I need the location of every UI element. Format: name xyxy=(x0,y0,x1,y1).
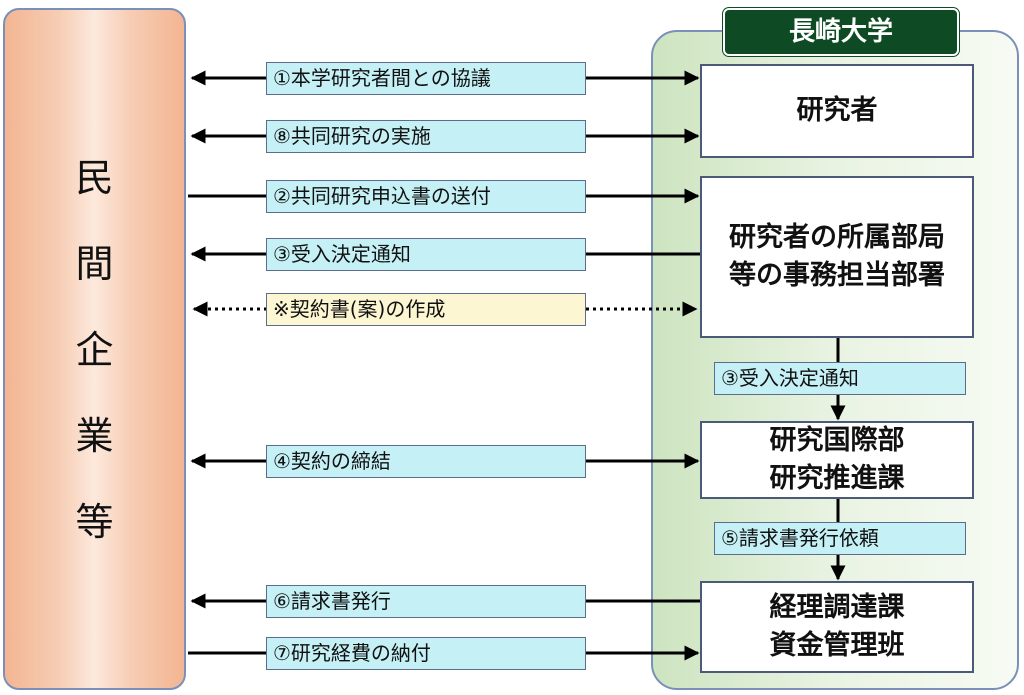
dept-office-line1: 研究者の所属部局 xyxy=(729,222,945,253)
research-promotion-line1: 研究国際部 xyxy=(769,425,905,456)
flow-label-f1: ①本学研究者間との協議 xyxy=(266,62,586,95)
flow-label-f6: ⑥請求書発行 xyxy=(266,585,586,618)
flow-label-f2: ②共同研究申込書の送付 xyxy=(266,180,586,213)
company-panel: 民 間 企 業 等 xyxy=(3,8,186,690)
company-char: 民 xyxy=(75,156,114,200)
dept-office-box: 研究者の所属部局 等の事務担当部署 xyxy=(700,176,974,338)
internal-label-f5: ⑤請求書発行依頼 xyxy=(714,522,966,555)
university-title: 長崎大学 xyxy=(723,8,959,56)
flow-label-f8: ⑧共同研究の実施 xyxy=(266,120,586,153)
accounting-line2: 資金管理班 xyxy=(769,630,905,661)
company-char: 企 xyxy=(75,328,114,372)
researcher-text: 研究者 xyxy=(796,95,878,126)
accounting-box: 経理調達課 資金管理班 xyxy=(700,581,974,673)
dept-office-line2: 等の事務担当部署 xyxy=(729,260,945,291)
research-promotion-line2: 研究推進課 xyxy=(769,463,905,494)
company-char: 業 xyxy=(75,414,114,458)
flow-label-f4: ④契約の締結 xyxy=(266,445,586,478)
flow-label-f7: ⑦研究経費の納付 xyxy=(266,637,586,670)
internal-label-f3: ③受入決定通知 xyxy=(714,362,966,395)
research-promotion-box: 研究国際部 研究推進課 xyxy=(700,421,974,499)
company-char: 間 xyxy=(75,242,114,286)
company-label: 民 間 企 業 等 xyxy=(5,135,184,565)
researcher-box: 研究者 xyxy=(700,64,974,158)
company-char: 等 xyxy=(75,500,114,544)
flow-label-note: ※契約書(案)の作成 xyxy=(266,293,586,326)
accounting-line1: 経理調達課 xyxy=(769,592,905,623)
flow-label-f3: ③受入決定通知 xyxy=(266,238,586,271)
